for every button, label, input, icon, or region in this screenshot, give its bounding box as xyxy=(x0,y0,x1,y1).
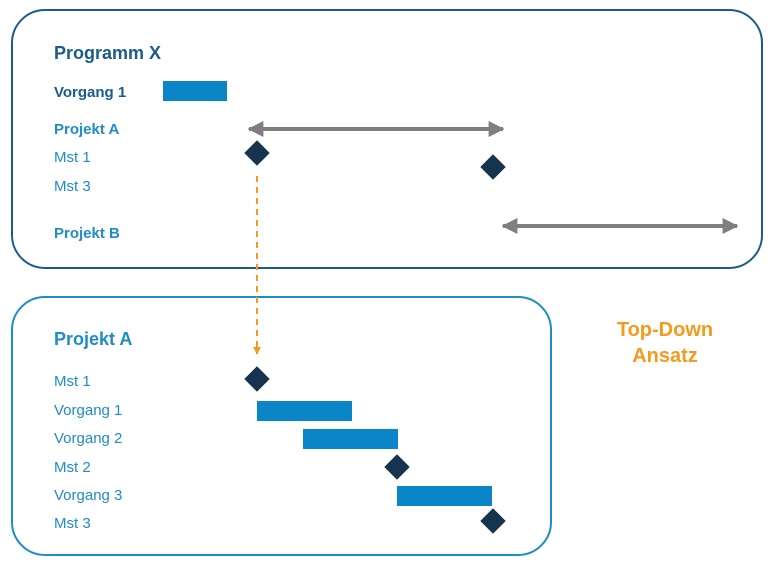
row-label-projekt-a: Projekt A xyxy=(54,121,120,138)
task-bar-vorgang-3 xyxy=(397,486,492,506)
task-bar-vorgang-2 xyxy=(303,429,398,449)
row-label-projekt-b: Projekt B xyxy=(54,225,120,242)
project-title: Projekt A xyxy=(54,329,133,349)
program-title: Programm X xyxy=(54,43,162,63)
row-label-mst-1: Mst 1 xyxy=(54,373,91,390)
task-bar-vorgang-1 xyxy=(163,81,227,101)
row-label-mst-3: Mst 3 xyxy=(54,178,91,195)
caption-line-2: Ansatz xyxy=(632,345,698,367)
row-label-mst-3: Mst 3 xyxy=(54,515,91,532)
row-label-vorgang-3: Vorgang 3 xyxy=(54,487,123,504)
row-label-vorgang-1: Vorgang 1 xyxy=(54,402,123,419)
row-label-vorgang-1: Vorgang 1 xyxy=(54,84,127,101)
project-container xyxy=(11,296,552,556)
program-container xyxy=(11,9,763,269)
row-label-vorgang-2: Vorgang 2 xyxy=(54,430,123,447)
task-bar-vorgang-1 xyxy=(257,401,352,421)
caption-line-1: Top-Down xyxy=(616,319,714,341)
row-label-mst-1: Mst 1 xyxy=(54,149,91,166)
row-label-mst-2: Mst 2 xyxy=(54,459,91,476)
top-down-caption: Top-Down Ansatz xyxy=(600,317,730,369)
